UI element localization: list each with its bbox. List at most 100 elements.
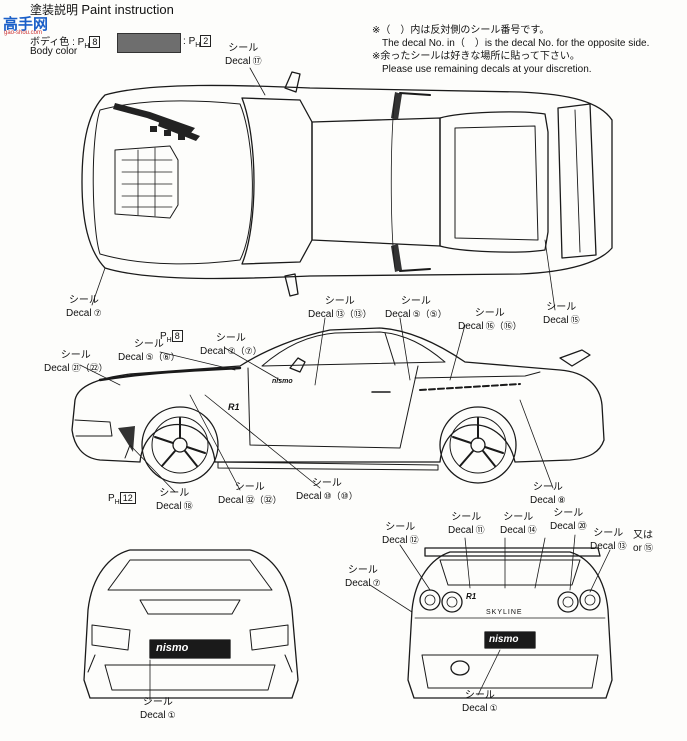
decal-en: Decal <box>385 309 411 320</box>
decal-number: ⑩（⑩） <box>323 491 358 501</box>
decal-jp: シール <box>464 690 495 701</box>
decal-number: ⑯（⑯） <box>485 321 522 331</box>
watermark-logo: 高手网 <box>3 16 49 33</box>
pm-sub-2: H <box>114 499 120 506</box>
decal-en: Decal <box>500 525 526 536</box>
paint-code-2: 2 <box>200 35 212 47</box>
notes: ※（ ）内は反対側のシール番号です。 The decal No. in（ ）is… <box>372 24 649 76</box>
pm-prefix-2: P <box>108 493 115 504</box>
decal-jp: シール <box>228 43 259 54</box>
pm-prefix-1: P <box>160 331 167 342</box>
paint-sub-1: H <box>84 43 90 50</box>
side-nismo-decal: nismo <box>272 378 293 385</box>
decal-or-jp: 又は <box>633 530 653 541</box>
note-line-4: Please use remaining decals at your disc… <box>382 64 592 75</box>
color-swatch <box>117 33 181 53</box>
decal-number: ㉑（㉒） <box>71 363 108 373</box>
note-line-1: ※（ ）内は反対側のシール番号です。 <box>372 25 550 36</box>
decal-en: Decal <box>44 363 70 374</box>
title-en: Paint instruction <box>81 2 174 17</box>
decal-en: Decal <box>448 525 474 536</box>
decal-en: Decal <box>156 501 182 512</box>
decal-en: Decal <box>118 352 144 363</box>
decal-jp: シール <box>474 308 505 319</box>
decal-jp: シール <box>553 508 584 519</box>
body-color-jp: ボディ色 <box>30 37 70 48</box>
decal-jp: シール <box>142 697 173 708</box>
decal-jp: シール <box>234 482 265 493</box>
decal-en: Decal <box>66 308 92 319</box>
rear-view <box>407 547 613 699</box>
decal-en: Decal <box>458 321 484 332</box>
decal-number: ① <box>167 710 176 720</box>
note-line-2: The decal No. in（ ）is the decal No. for … <box>382 38 650 49</box>
colon-2: : <box>183 36 186 47</box>
decal-number: ⑦ <box>372 578 381 588</box>
decal-number: ⑦ <box>93 308 102 318</box>
front-view <box>83 549 299 699</box>
decal-jp: シール <box>324 296 355 307</box>
decal-en: Decal <box>462 703 488 714</box>
decal-en: Decal <box>530 495 556 506</box>
front-nismo-plate: nismo <box>156 642 189 654</box>
note-line-3: ※余ったシールは好きな場所に貼って下さい。 <box>372 51 580 62</box>
rear-skyline-badge: SKYLINE <box>486 609 523 616</box>
watermark-url: gao-shou.com <box>4 30 43 36</box>
title-jp: 塗装説明 <box>30 3 79 17</box>
decal-number: ① <box>489 703 498 713</box>
decal-jp: シール <box>503 512 534 523</box>
decal-en: Decal <box>543 315 569 326</box>
decal-en: Decal <box>218 495 244 506</box>
decal-number: ㉜（㉜） <box>245 495 282 505</box>
paint-prefix-2: P <box>188 36 196 47</box>
decal-jp: シール <box>215 333 246 344</box>
decal-number: ⑬ <box>617 541 627 551</box>
decal-number: ⑤（⑤） <box>412 309 447 319</box>
decal-jp: シール <box>133 339 164 350</box>
colon-1: : <box>72 37 75 48</box>
pm-code-1: 8 <box>171 330 183 342</box>
leader-lines <box>79 67 611 701</box>
decal-en: Decal <box>550 521 576 532</box>
decal-en: Decal <box>590 541 616 552</box>
decal-number: ⑳ <box>577 521 587 531</box>
decal-jp: シール <box>68 295 99 306</box>
body-color-en: Body color <box>30 46 78 57</box>
pm-code-2: 12 <box>119 492 136 504</box>
title: 塗装説明 Paint instruction <box>30 1 174 18</box>
decal-en: Decal <box>345 578 371 589</box>
decal-number: ⑧ <box>557 495 566 505</box>
rear-r1-badge: R1 <box>466 592 477 601</box>
decal-number: ⑪ <box>475 525 485 535</box>
